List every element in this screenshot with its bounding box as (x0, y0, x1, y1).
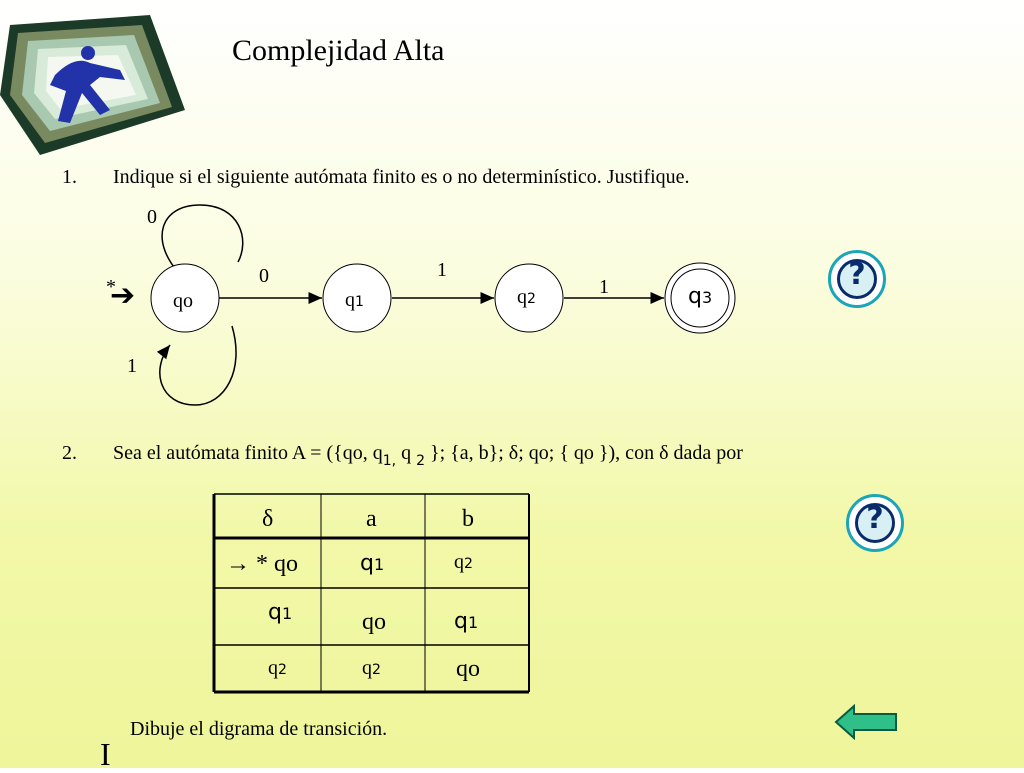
table-row-0-b: q2 (454, 551, 473, 573)
question2-number: 2. (62, 442, 77, 464)
start-arrow-icon: ➔ (110, 278, 136, 313)
label-loop-top: 0 (147, 206, 157, 228)
state-label-qo: qo (173, 290, 193, 312)
help-question-icon[interactable]: ? (846, 494, 904, 552)
table-row-1-b: q1 (454, 609, 479, 634)
table-row-2-b: qo (456, 656, 480, 682)
question2-text: Sea el autómata finito A = ({qo, q1, q 2… (113, 442, 743, 469)
loop-bottom-edge (156, 325, 237, 406)
table-row-0-state: → * qo (226, 551, 298, 577)
help-question-icon[interactable]: ? (828, 250, 886, 308)
back-arrow-icon[interactable] (834, 704, 898, 740)
table-row-2-state: q2 (268, 657, 287, 679)
table-row-2-a: q2 (362, 657, 381, 679)
state-qo (150, 263, 220, 333)
text-cursor-icon: I (100, 736, 111, 772)
state-label-q2: q2 (517, 286, 536, 308)
loop-top-edge (161, 204, 244, 273)
automaton-diagram (150, 204, 736, 406)
slide-title: Complejidad Alta (232, 34, 445, 67)
question1-text: Indique si el siguiente autómata finito … (113, 166, 690, 188)
state-label-q3: q3 (688, 284, 713, 309)
state-label-q1: qq11 (345, 289, 364, 311)
state-q1 (322, 263, 392, 333)
label-qo-q1: 0 (259, 265, 269, 287)
table-row-1-a: qo (362, 609, 386, 635)
label-loop-bottom: 1 (127, 355, 137, 377)
state-q2 (494, 263, 564, 333)
label-q2-q3: 1 (599, 276, 609, 298)
table-header-b: b (462, 506, 474, 532)
question1-number: 1. (62, 166, 77, 188)
running-figure-clipart (0, 15, 185, 155)
state-q3-inner (670, 268, 730, 328)
start-marker: * (106, 276, 116, 298)
label-q1-q2: 1 (437, 259, 447, 281)
table-row-0-a: q1 (360, 551, 385, 576)
instruction-text: Dibuje el digrama de transición. (130, 718, 388, 740)
table-row-1-state: q1 (268, 600, 293, 625)
table-header-a: a (366, 506, 377, 532)
table-header-delta: δ (262, 506, 274, 532)
